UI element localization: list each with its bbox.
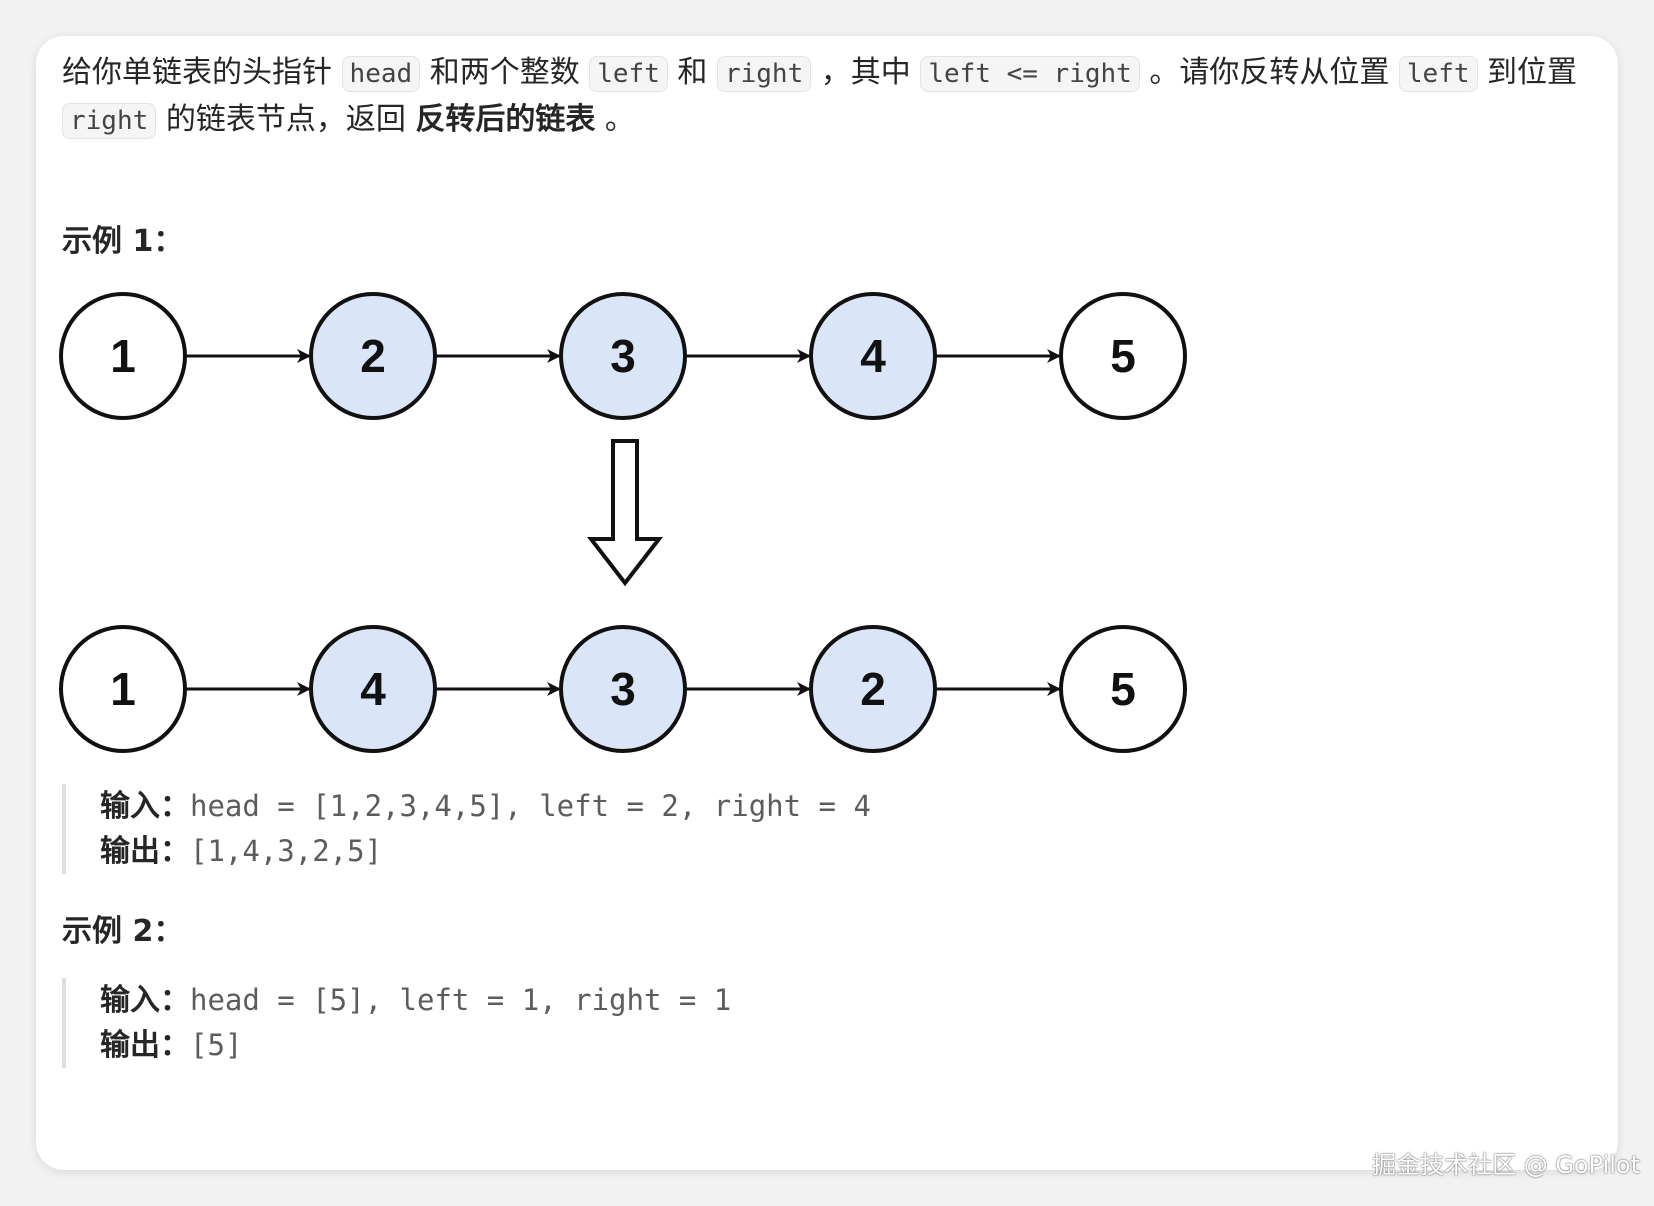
original-list-node-label: 1: [110, 330, 136, 382]
output-value: [5]: [190, 1028, 243, 1062]
example-2-io: 输入：head = [5], left = 1, right = 1 输出：[5…: [62, 978, 731, 1068]
inline-code-condition: left <= right: [920, 56, 1140, 92]
original-list-node-label: 4: [860, 330, 886, 382]
original-list-node-label: 3: [610, 330, 636, 382]
desc-bold-text: 反转后的链表: [415, 102, 596, 137]
reversed-list-row: 1 4 3 2 5: [59, 625, 1187, 753]
watermark: 掘金技术社区 @ GoPilot: [1372, 1151, 1640, 1179]
desc-text: 和: [667, 55, 717, 90]
desc-text: 和两个整数: [420, 55, 590, 90]
reversed-list-node-label: 3: [610, 663, 636, 715]
reversed-list-node-label: 2: [860, 663, 886, 715]
desc-text: 到位置: [1477, 55, 1578, 90]
input-value: head = [1,2,3,4,5], left = 2, right = 4: [190, 789, 871, 823]
reversed-list-node-label: 5: [1110, 663, 1136, 715]
inline-code-left: left: [589, 56, 668, 92]
output-label: 输出：: [100, 834, 190, 869]
inline-code-right: right: [62, 103, 157, 139]
problem-description: 给你单链表的头指针 head 和两个整数 left 和 right ，其中 le…: [62, 50, 1582, 144]
original-list-node-circle: [1059, 292, 1187, 420]
example-2-input: 输入：head = [5], left = 1, right = 1: [100, 978, 731, 1023]
original-list-node-label: 5: [1110, 330, 1136, 382]
example-1-output: 输出：[1,4,3,2,5]: [100, 829, 871, 874]
problem-card: 给你单链表的头指针 head 和两个整数 left 和 right ，其中 le…: [36, 36, 1618, 1170]
input-label: 输入：: [100, 983, 190, 1018]
reversed-list-node-circle: [1059, 625, 1187, 753]
original-list-row: 1 2 3 4 5: [59, 292, 1187, 420]
inline-code-right: right: [716, 56, 812, 92]
inline-code-left: left: [1398, 56, 1478, 92]
example-2-output: 输出：[5]: [100, 1023, 731, 1068]
input-label: 输入：: [100, 789, 190, 824]
example-1-io: 输入：head = [1,2,3,4,5], left = 2, right =…: [62, 784, 871, 874]
reversed-list-node-label: 1: [110, 663, 136, 715]
desc-text: 。: [595, 102, 635, 137]
desc-text: 。请你反转从位置: [1139, 55, 1399, 90]
output-label: 输出：: [100, 1028, 190, 1063]
original-list-node-label: 2: [360, 330, 386, 382]
desc-text: ，其中: [811, 55, 921, 90]
linked-list-diagram: 1 2 3 4 5 1 4 3 2 5: [59, 292, 1187, 753]
output-value: [1,4,3,2,5]: [190, 834, 383, 868]
example-1-input: 输入：head = [1,2,3,4,5], left = 2, right =…: [100, 784, 871, 829]
inline-code-head: head: [341, 56, 421, 92]
example-1-title: 示例 1：: [62, 224, 184, 259]
desc-text: 给你单链表的头指针: [62, 55, 342, 90]
example-2-title: 示例 2：: [62, 914, 184, 949]
desc-text: 的链表节点，返回: [156, 102, 416, 137]
reversed-list-node-label: 4: [360, 663, 386, 715]
transform-down-arrow: [586, 439, 664, 587]
input-value: head = [5], left = 1, right = 1: [190, 983, 732, 1017]
